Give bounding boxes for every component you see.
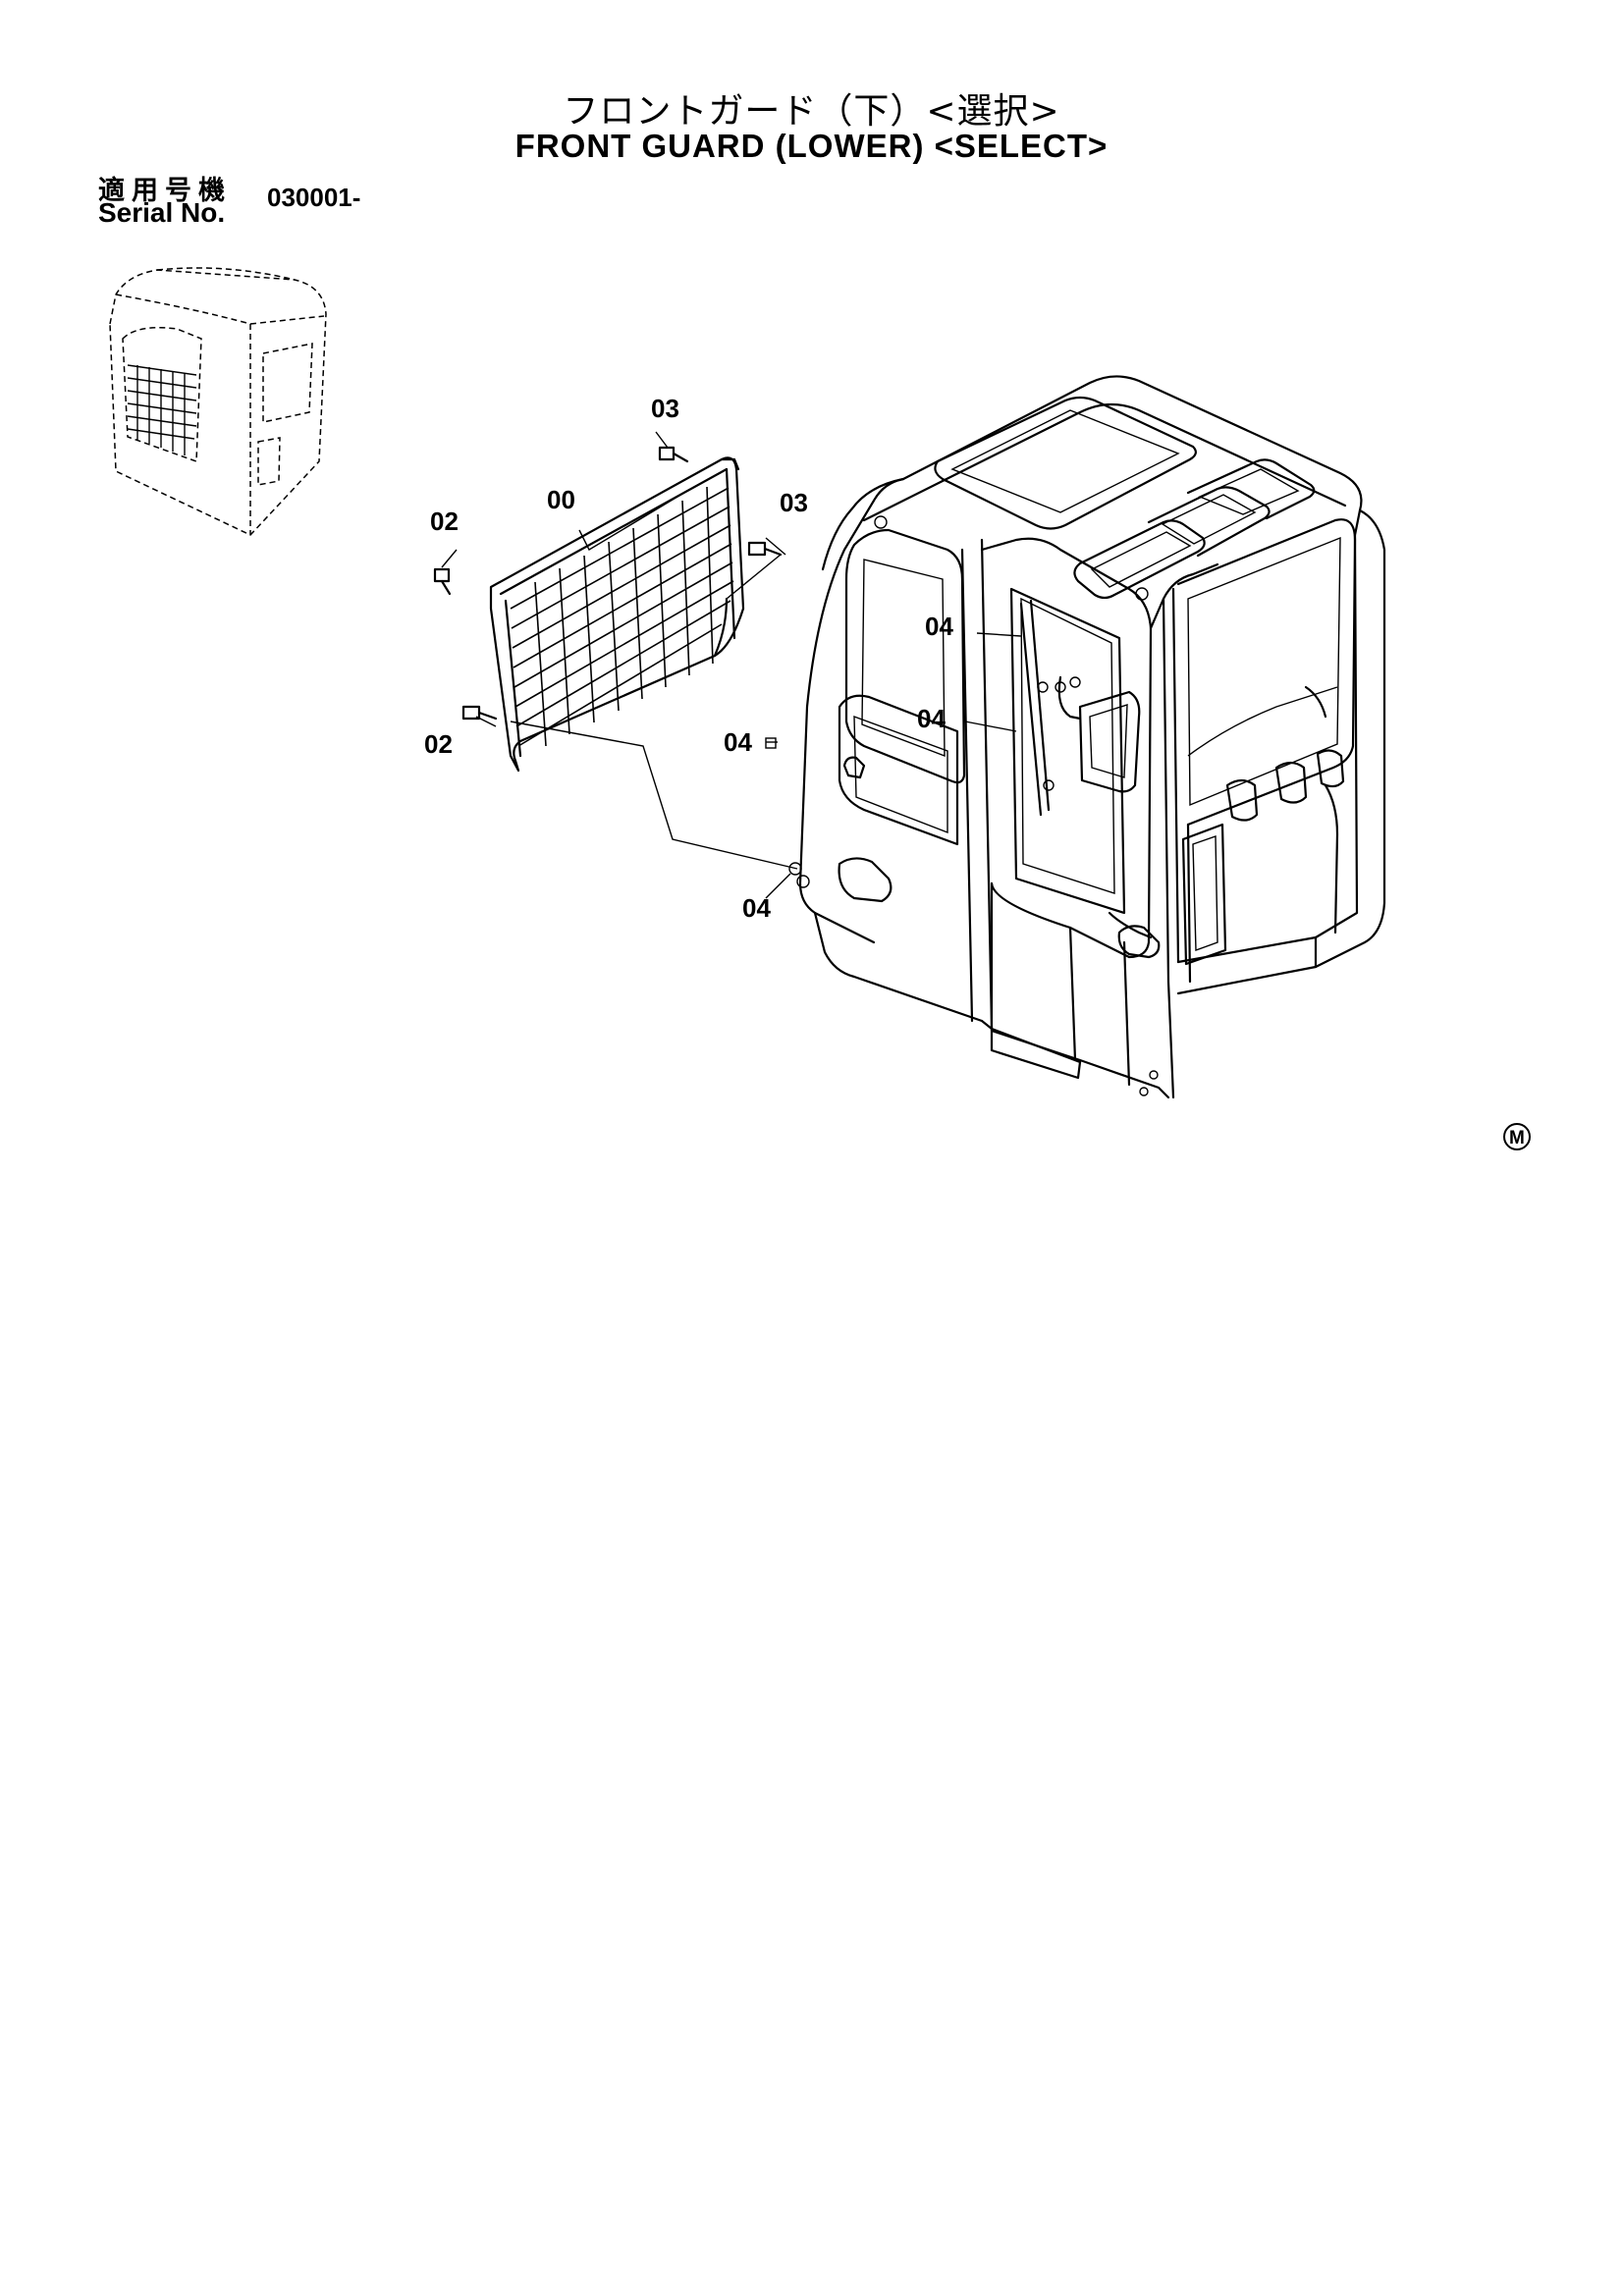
title-english: FRONT GUARD (LOWER) <SELECT> bbox=[514, 128, 1109, 164]
callout-04-left: 04 bbox=[724, 727, 752, 757]
serial-number-value: 030001- bbox=[267, 183, 361, 212]
circled-m-mark: M bbox=[1503, 1123, 1531, 1150]
bolt-02-upper bbox=[433, 567, 452, 596]
bolt-02-lower bbox=[461, 705, 498, 721]
callout-02-lower: 02 bbox=[424, 729, 453, 759]
callout-labels: 03 00 03 02 02 04 04 04 04 bbox=[424, 394, 953, 923]
callout-03-top: 03 bbox=[651, 394, 679, 423]
callout-04-upper: 04 bbox=[925, 612, 953, 641]
front-guard-mesh-panel bbox=[489, 456, 745, 773]
leader-lines bbox=[441, 431, 1022, 899]
callout-04-bottom: 04 bbox=[742, 893, 771, 923]
serial-label-english: Serial No. bbox=[98, 197, 226, 228]
mark-letter: M bbox=[1509, 1128, 1525, 1148]
serial-label-japanese: 適用号機 bbox=[98, 176, 232, 206]
operator-cab bbox=[765, 375, 1386, 1099]
callout-02-upper: 02 bbox=[430, 507, 459, 536]
bolt-03-right bbox=[747, 541, 783, 557]
bolt-03-upper bbox=[658, 446, 689, 463]
title-japanese: フロントガード（下）<選択> bbox=[563, 91, 1060, 132]
callout-03-right: 03 bbox=[780, 488, 808, 517]
callout-00: 00 bbox=[547, 485, 575, 514]
callout-04-middle: 04 bbox=[917, 704, 946, 733]
cab-locator-thumbnail bbox=[109, 267, 327, 536]
